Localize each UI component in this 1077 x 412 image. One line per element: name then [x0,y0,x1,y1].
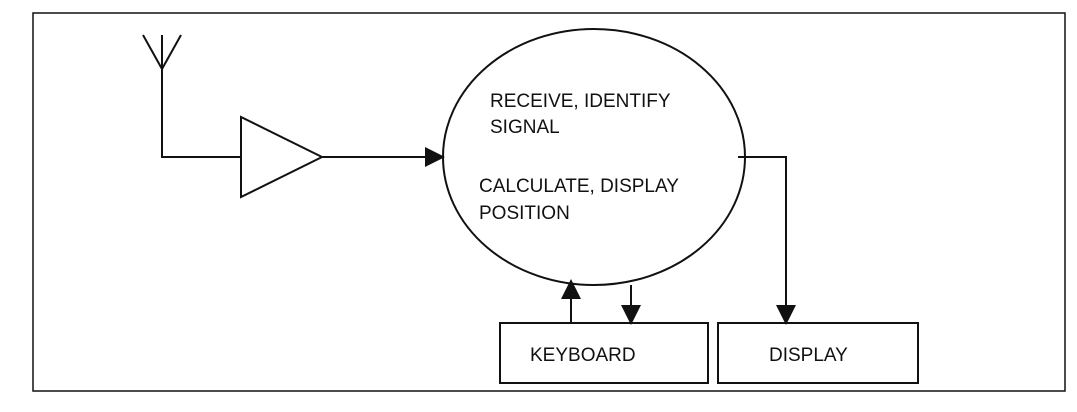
process-line-1: RECEIVE, IDENTIFY [490,91,671,112]
antenna-feed-line [161,69,241,158]
keyboard-label: KEYBOARD [530,345,636,366]
display-label: DISPLAY [769,345,848,366]
keyboard-box [499,322,709,384]
display-box [717,322,919,384]
process-line-3: CALCULATE, DISPLAY [479,176,679,197]
amplifier-icon [240,115,325,199]
diagram-frame [32,12,1066,392]
processor-ellipse [442,28,746,286]
processor-to-display-arrow [738,156,796,325]
antenna-icon [142,34,182,70]
process-line-4: POSITION [479,203,570,224]
process-line-2: SIGNAL [490,117,560,138]
